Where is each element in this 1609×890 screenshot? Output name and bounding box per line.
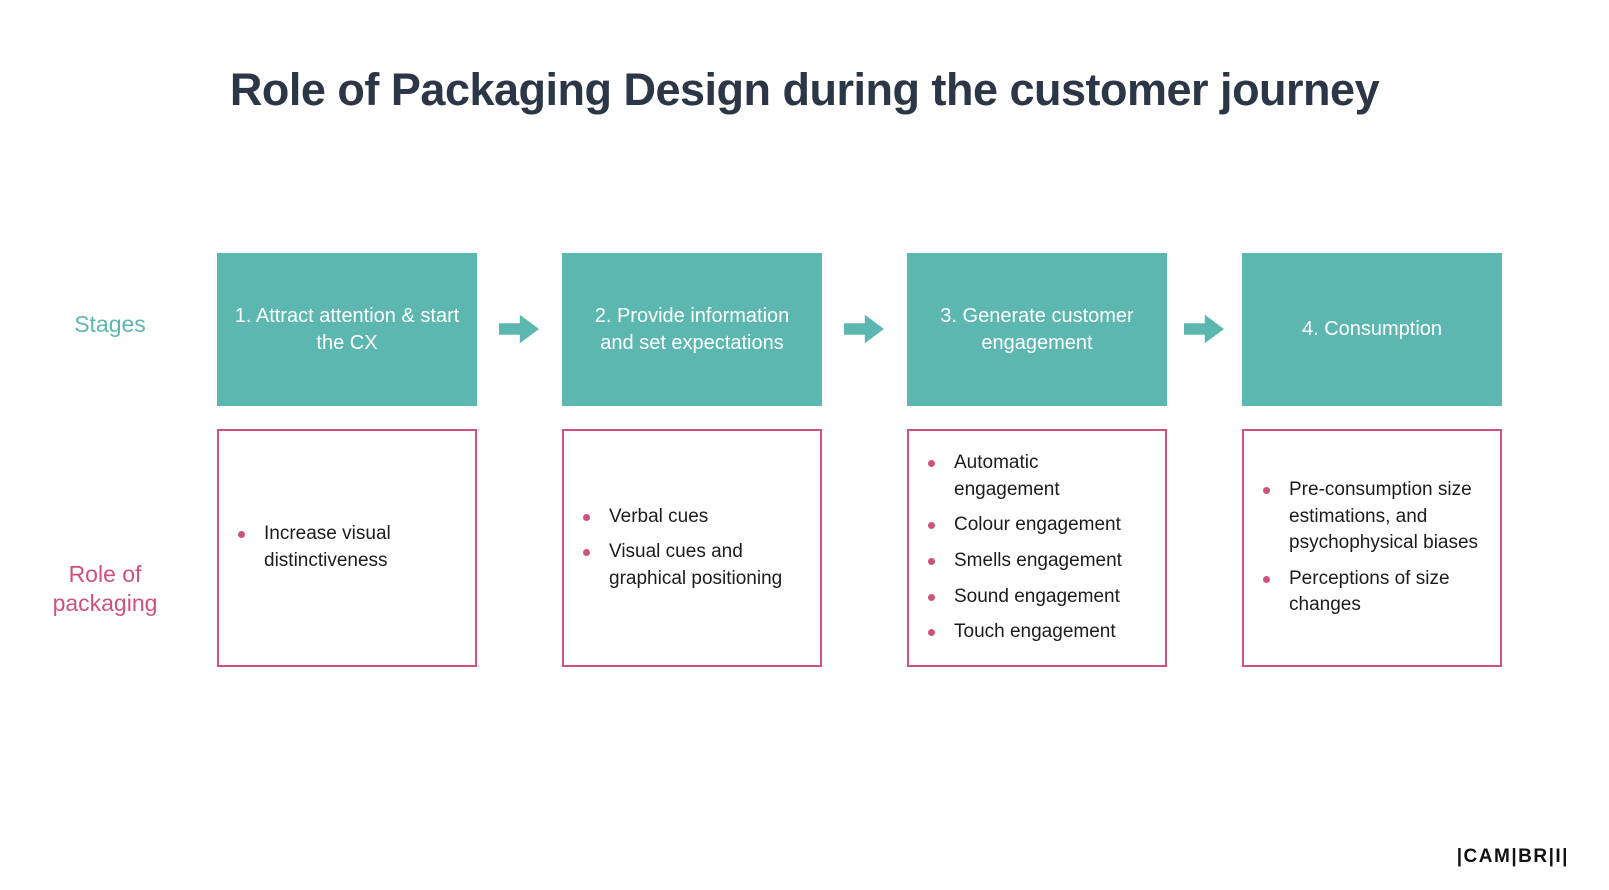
- bullet-dot-icon: [238, 531, 245, 539]
- bullet-list: Increase visual distinctiveness: [219, 513, 475, 582]
- bullet-dot-icon: [928, 593, 935, 601]
- role-box-attract-attention: Increase visual distinctiveness: [217, 429, 477, 667]
- bullet-text: Colour engagement: [954, 514, 1121, 536]
- bullet-item: Verbal cues: [580, 504, 804, 531]
- cambri-logo: |CAM|BR|I|: [1456, 846, 1569, 867]
- bullet-item: Pre-consumption size estimations, and ps…: [1260, 477, 1484, 557]
- bullet-text: Perceptions of size changes: [1289, 567, 1450, 616]
- bullet-list: Pre-consumption size estimations, and ps…: [1244, 469, 1500, 627]
- stages-row-label: Stages: [74, 311, 146, 337]
- bullet-item: Increase visual distinctiveness: [235, 521, 459, 574]
- stage-label: 3. Generate customer engagement: [940, 305, 1134, 354]
- bullet-text: Pre-consumption size estimations, and ps…: [1289, 479, 1479, 554]
- bullet-text: Verbal cues: [609, 505, 709, 527]
- bullet-text: Visual cues and graphical positioning: [609, 541, 783, 589]
- bullet-dot-icon: [928, 629, 935, 637]
- arrow-right-icon: [1184, 314, 1224, 344]
- bullet-item: Visual cues and graphical positioning: [580, 539, 804, 592]
- stage-box-generate-engagement: 3. Generate customer engagement: [907, 253, 1167, 406]
- bullet-dot-icon: [1263, 487, 1270, 495]
- bullet-dot-icon: [583, 513, 590, 521]
- bullet-dot-icon: [583, 549, 590, 557]
- stage-label: 2. Provide information and set expectati…: [594, 305, 790, 354]
- page-title: Role of Packaging Design during the cust…: [229, 64, 1380, 115]
- bullet-dot-icon: [928, 558, 935, 565]
- role-of-packaging-row-label: Role of packaging: [52, 561, 158, 616]
- bullet-item: Sound engagement: [925, 584, 1149, 611]
- stage-box-consumption: 4. Consumption: [1242, 253, 1502, 406]
- bullet-text: Smells engagement: [954, 550, 1122, 571]
- bullet-item: Smells engagement: [925, 548, 1149, 575]
- stage-box-attract-attention: 1. Attract attention & start the CX: [217, 253, 477, 406]
- bullet-item: Colour engagement: [925, 512, 1149, 539]
- bullet-dot-icon: [928, 460, 935, 468]
- bullet-text: Sound engagement: [954, 585, 1120, 607]
- stage-label: 4. Consumption: [1301, 318, 1443, 341]
- role-box-consumption: Pre-consumption size estimations, and ps…: [1242, 429, 1502, 667]
- bullet-text: Automatic engagement: [954, 452, 1060, 500]
- bullet-text: Increase visual distinctiveness: [264, 523, 391, 571]
- arrow-right-icon: [844, 314, 884, 344]
- bullet-item: Perceptions of size changes: [1260, 566, 1484, 619]
- stage-label: 1. Attract attention & start the CX: [234, 305, 460, 354]
- arrow-right-icon: [499, 314, 539, 344]
- bullet-item: Touch engagement: [925, 619, 1149, 646]
- bullet-item: Automatic engagement: [925, 450, 1149, 503]
- bullet-dot-icon: [1263, 575, 1270, 583]
- bullet-dot-icon: [928, 522, 935, 530]
- bullet-text: Touch engagement: [954, 621, 1116, 643]
- stage-box-provide-information: 2. Provide information and set expectati…: [562, 253, 822, 406]
